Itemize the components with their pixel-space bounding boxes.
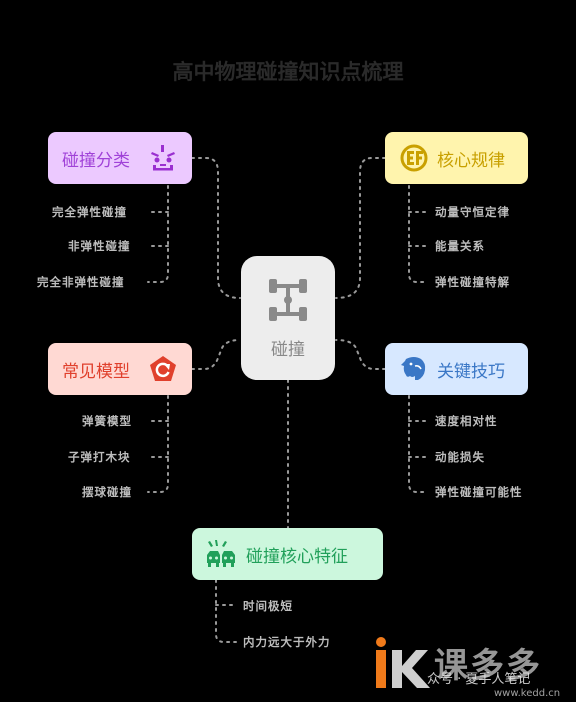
leaf-item: 弹性碰撞可能性 [435, 485, 523, 499]
branch-label: 关键技巧 [437, 361, 505, 382]
leaf-item: 弹性碰撞特解 [435, 275, 510, 289]
branch-common-models[interactable]: 常见模型 [48, 343, 192, 395]
kedd-logo-icon [376, 637, 430, 688]
center-label: 碰撞 [271, 339, 305, 360]
ef-logo-icon [399, 143, 429, 173]
leaf-item: 速度相对性 [435, 414, 498, 428]
leaf-item: 时间极短 [243, 599, 293, 613]
leaf-item: 子弹打木块 [68, 450, 131, 464]
leaf-item: 能量关系 [435, 239, 485, 253]
refresh-pentagon-icon [148, 354, 178, 384]
leaf-item: 动量守恒定律 [435, 205, 510, 219]
center-node[interactable]: 碰撞 [241, 256, 335, 380]
watermark-brand: 课多多 [434, 646, 542, 686]
branch-label: 碰撞核心特征 [246, 546, 348, 567]
face-icon [148, 143, 178, 173]
leaf-item: 摆球碰撞 [82, 485, 132, 499]
connector-key-skills [335, 339, 386, 370]
branch-core-laws[interactable]: 核心规律 [385, 132, 528, 184]
connector-core-laws [335, 157, 386, 299]
leaf-item: 内力远大于外力 [243, 635, 331, 649]
diagram-title: 高中物理碰撞知识点梳理 [172, 59, 404, 84]
branch-features[interactable]: 碰撞核心特征 [192, 528, 383, 580]
watermark-site: www.kedd.cn [494, 688, 561, 699]
watermark-account: 众号 · 夏手人笔记 [427, 672, 531, 687]
leaf-item: 非弹性碰撞 [68, 239, 131, 253]
branch-key-skills[interactable]: 关键技巧 [385, 343, 528, 395]
drivetrain-icon [265, 277, 311, 327]
car-crash-icon [206, 539, 236, 569]
leaf-item: 弹簧模型 [82, 414, 132, 428]
connector-common-models [191, 339, 241, 370]
connector-collision-types [191, 157, 241, 299]
leaf-item: 动能损失 [435, 450, 485, 464]
watermark: 课多多 众号 · 夏手人笔记 www.kedd.cn [372, 632, 576, 702]
branch-label: 常见模型 [62, 361, 130, 382]
branch-label: 核心规律 [437, 150, 505, 171]
elephant-icon [399, 354, 429, 384]
leaf-item: 完全非弹性碰撞 [37, 275, 125, 289]
leaf-item: 完全弹性碰撞 [52, 205, 127, 219]
branch-collision-types[interactable]: 碰撞分类 [48, 132, 192, 184]
branch-label: 碰撞分类 [62, 150, 130, 171]
